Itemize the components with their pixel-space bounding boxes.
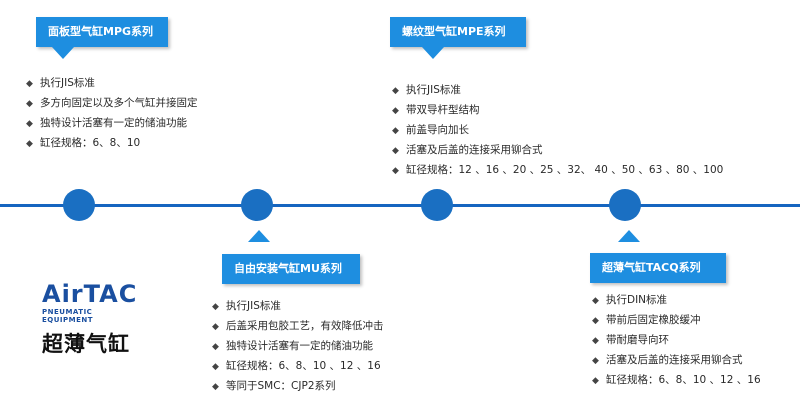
logo-tagline: PNEUMATIC EQUIPMENT — [42, 308, 94, 324]
feature-item: ◆执行DIN标准 — [592, 290, 761, 310]
feature-item: ◆多方向固定以及多个气缸并接固定 — [26, 93, 198, 113]
logo-title: 超薄气缸 — [42, 332, 130, 356]
feature-item: ◆执行JIS标准 — [212, 296, 384, 316]
series-arrow-tacq — [618, 230, 640, 242]
feature-item: ◆等同于SMC：CJP2系列 — [212, 376, 384, 396]
series-title-text: 自由安装气缸MU系列 — [234, 262, 342, 275]
series-title-mpg: 面板型气缸MPG系列 — [36, 17, 168, 47]
series-title-text: 超薄气缸TACQ系列 — [602, 261, 701, 274]
bullet-icon: ◆ — [212, 342, 219, 352]
feature-item: ◆执行JIS标准 — [392, 80, 723, 100]
feature-item: ◆带前后固定橡胶缓冲 — [592, 310, 761, 330]
bullet-icon: ◆ — [392, 86, 399, 96]
feature-item: ◆缸径规格：6、8、10 、12 、16 — [212, 356, 384, 376]
bullet-icon: ◆ — [212, 302, 219, 312]
series-title-text: 面板型气缸MPG系列 — [48, 25, 154, 38]
series-arrow-mpg — [52, 47, 74, 59]
feature-item: ◆活塞及后盖的连接采用铆合式 — [392, 140, 723, 160]
series-title-tacq: 超薄气缸TACQ系列 — [590, 253, 726, 283]
feature-item: ◆缸径规格：12 、16 、20 、25 、32、 40 、50 、63 、80… — [392, 160, 723, 180]
timeline-node-mpg — [63, 189, 95, 221]
bullet-icon: ◆ — [592, 356, 599, 366]
bullet-icon: ◆ — [212, 362, 219, 372]
series-title-text: 螺纹型气缸MPE系列 — [402, 25, 506, 38]
bullet-icon: ◆ — [592, 296, 599, 306]
feature-item: ◆执行JIS标准 — [26, 73, 198, 93]
feature-item: ◆活塞及后盖的连接采用铆合式 — [592, 350, 761, 370]
feature-list-mpg: ◆执行JIS标准 ◆多方向固定以及多个气缸并接固定 ◆独特设计活塞有一定的储油功… — [26, 73, 198, 153]
feature-item: ◆缸径规格：6、8、10 — [26, 133, 198, 153]
series-arrow-mu — [248, 230, 270, 242]
feature-item: ◆独特设计活塞有一定的储油功能 — [212, 336, 384, 356]
bullet-icon: ◆ — [212, 322, 219, 332]
bullet-icon: ◆ — [26, 139, 33, 149]
airtac-logo: AirTAC PNEUMATIC EQUIPMENT 超薄气缸 — [42, 282, 142, 358]
bullet-icon: ◆ — [392, 106, 399, 116]
series-arrow-mpe — [422, 47, 444, 59]
feature-item: ◆独特设计活塞有一定的储油功能 — [26, 113, 198, 133]
feature-item: ◆前盖导向加长 — [392, 120, 723, 140]
timeline-node-mu — [241, 189, 273, 221]
feature-item: ◆后盖采用包胶工艺，有效降低冲击 — [212, 316, 384, 336]
timeline-node-tacq — [609, 189, 641, 221]
timeline-node-mpe — [421, 189, 453, 221]
bullet-icon: ◆ — [592, 336, 599, 346]
bullet-icon: ◆ — [26, 79, 33, 89]
series-title-mu: 自由安装气缸MU系列 — [222, 254, 360, 284]
timeline-line — [0, 204, 800, 207]
bullet-icon: ◆ — [592, 376, 599, 386]
bullet-icon: ◆ — [26, 119, 33, 129]
bullet-icon: ◆ — [212, 382, 219, 392]
feature-item: ◆缸径规格：6、8、10 、12 、16 — [592, 370, 761, 390]
feature-list-mpe: ◆执行JIS标准 ◆带双导杆型结构 ◆前盖导向加长 ◆活塞及后盖的连接采用铆合式… — [392, 80, 723, 180]
feature-list-tacq: ◆执行DIN标准 ◆带前后固定橡胶缓冲 ◆带耐磨导向环 ◆活塞及后盖的连接采用铆… — [592, 290, 761, 390]
feature-list-mu: ◆执行JIS标准 ◆后盖采用包胶工艺，有效降低冲击 ◆独特设计活塞有一定的储油功… — [212, 296, 384, 396]
bullet-icon: ◆ — [392, 126, 399, 136]
logo-brand: AirTAC — [42, 280, 138, 308]
bullet-icon: ◆ — [392, 166, 399, 176]
bullet-icon: ◆ — [392, 146, 399, 156]
feature-item: ◆带耐磨导向环 — [592, 330, 761, 350]
bullet-icon: ◆ — [592, 316, 599, 326]
series-title-mpe: 螺纹型气缸MPE系列 — [390, 17, 526, 47]
bullet-icon: ◆ — [26, 99, 33, 109]
feature-item: ◆带双导杆型结构 — [392, 100, 723, 120]
